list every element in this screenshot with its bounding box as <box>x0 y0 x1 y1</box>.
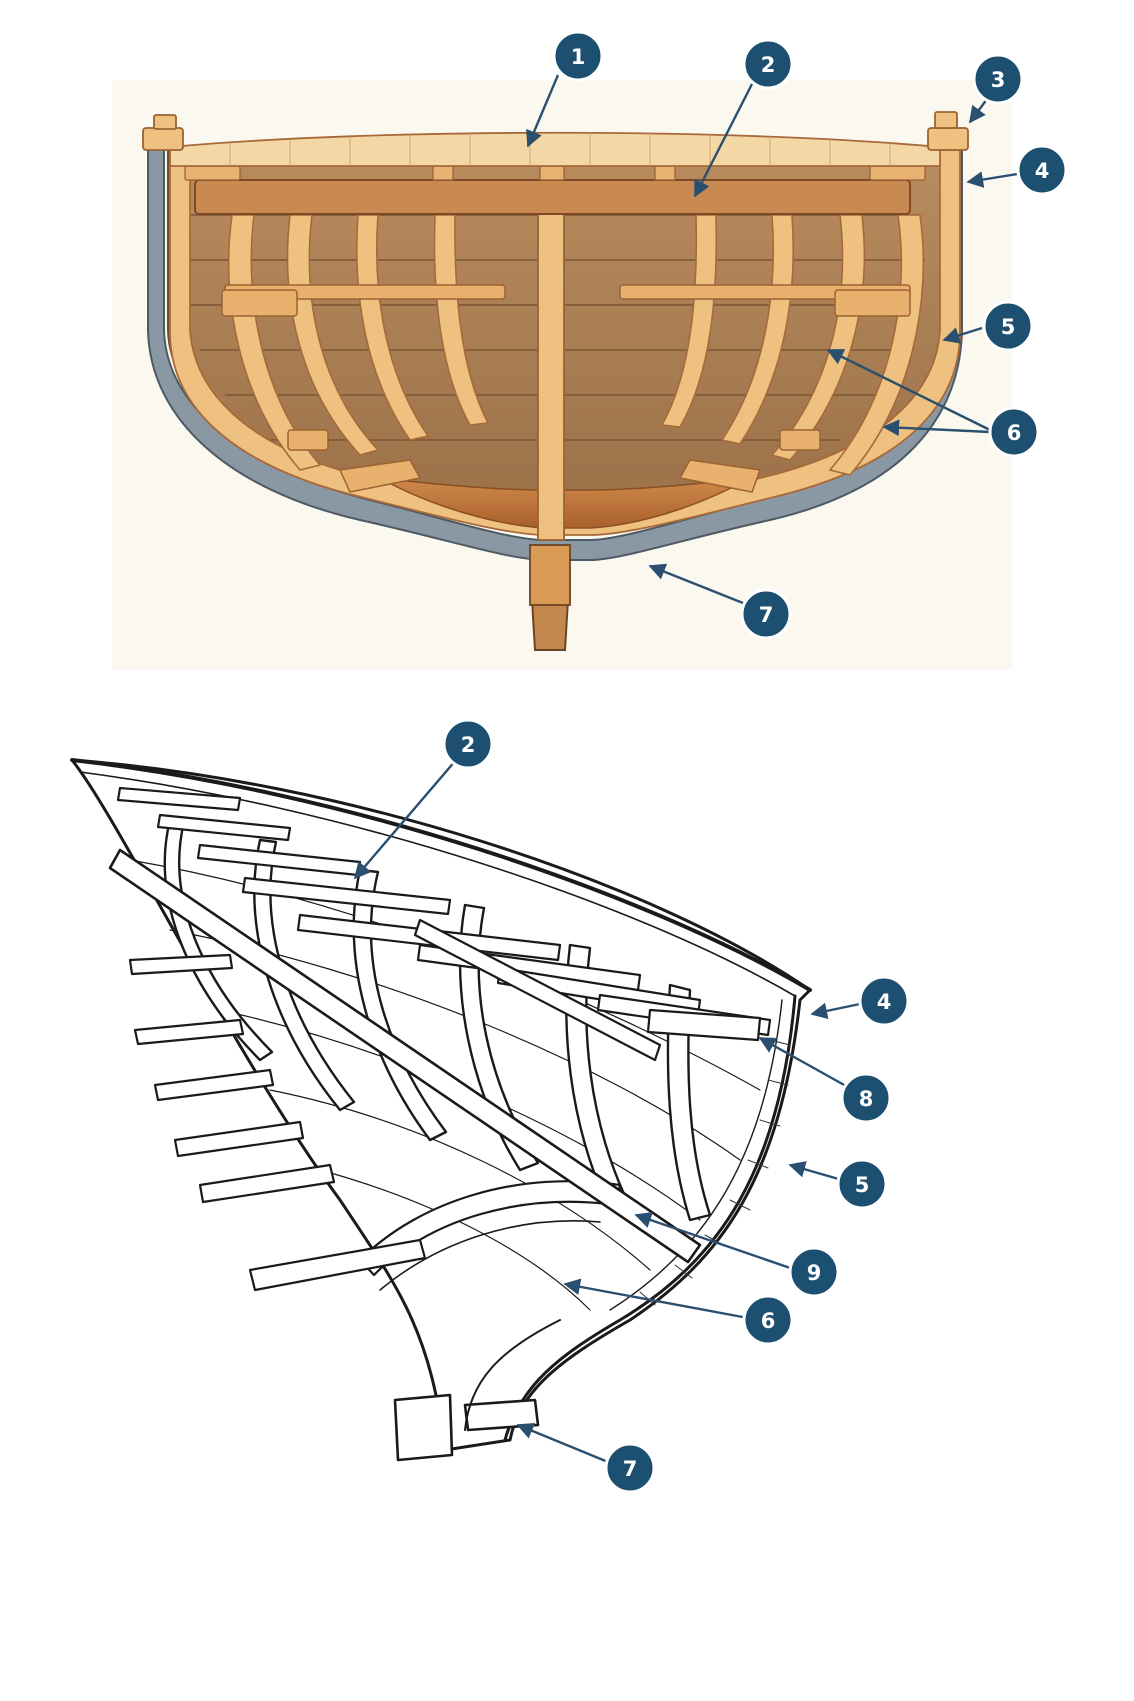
svg-text:7: 7 <box>623 1457 638 1481</box>
perspective-sketch-illustration <box>70 758 812 1462</box>
deck-plank-seams <box>229 132 891 166</box>
sketch-floors <box>128 953 427 1292</box>
callout-badge: 2 <box>442 718 494 770</box>
gunwales <box>142 111 969 151</box>
callout-badge: 4 <box>1016 144 1068 196</box>
callout-badge: 8 <box>840 1072 892 1124</box>
callout-badge: 9 <box>788 1246 840 1298</box>
callout-badge: 3 <box>972 53 1024 105</box>
callout-badge: 7 <box>740 588 792 640</box>
callout-badge: 2 <box>742 38 794 90</box>
svg-text:5: 5 <box>1001 315 1016 339</box>
svg-text:5: 5 <box>855 1173 870 1197</box>
svg-text:1: 1 <box>571 45 586 69</box>
callout-badge: 5 <box>982 300 1034 352</box>
svg-text:9: 9 <box>807 1261 822 1285</box>
stringers <box>221 284 911 317</box>
deck-planks <box>169 131 941 167</box>
callout-badge: 4 <box>858 975 910 1027</box>
callout-badge: 1 <box>552 30 604 82</box>
cross-section-illustration <box>112 80 1012 670</box>
svg-text:4: 4 <box>877 990 892 1014</box>
callout-badge: 6 <box>742 1294 794 1346</box>
svg-text:6: 6 <box>1007 421 1022 445</box>
frames <box>227 214 925 476</box>
svg-text:4: 4 <box>1035 159 1050 183</box>
svg-text:2: 2 <box>761 53 776 77</box>
svg-text:7: 7 <box>759 603 774 627</box>
svg-text:6: 6 <box>761 1309 776 1333</box>
callouts-bottom: 2 4 8 5 9 6 7 <box>353 718 910 1494</box>
callout-badge: 6 <box>988 406 1040 458</box>
callout-badge: 5 <box>836 1158 888 1210</box>
hull-outline <box>70 758 812 1452</box>
floor-knees <box>287 429 821 493</box>
callouts-top: 1 2 3 4 5 6 7 <box>526 30 1068 640</box>
deck-beam <box>194 179 911 215</box>
svg-text:3: 3 <box>991 68 1006 92</box>
centre-pillar <box>537 204 565 541</box>
callout-badge: 7 <box>604 1442 656 1494</box>
svg-text:8: 8 <box>859 1087 874 1111</box>
svg-text:2: 2 <box>461 733 476 757</box>
